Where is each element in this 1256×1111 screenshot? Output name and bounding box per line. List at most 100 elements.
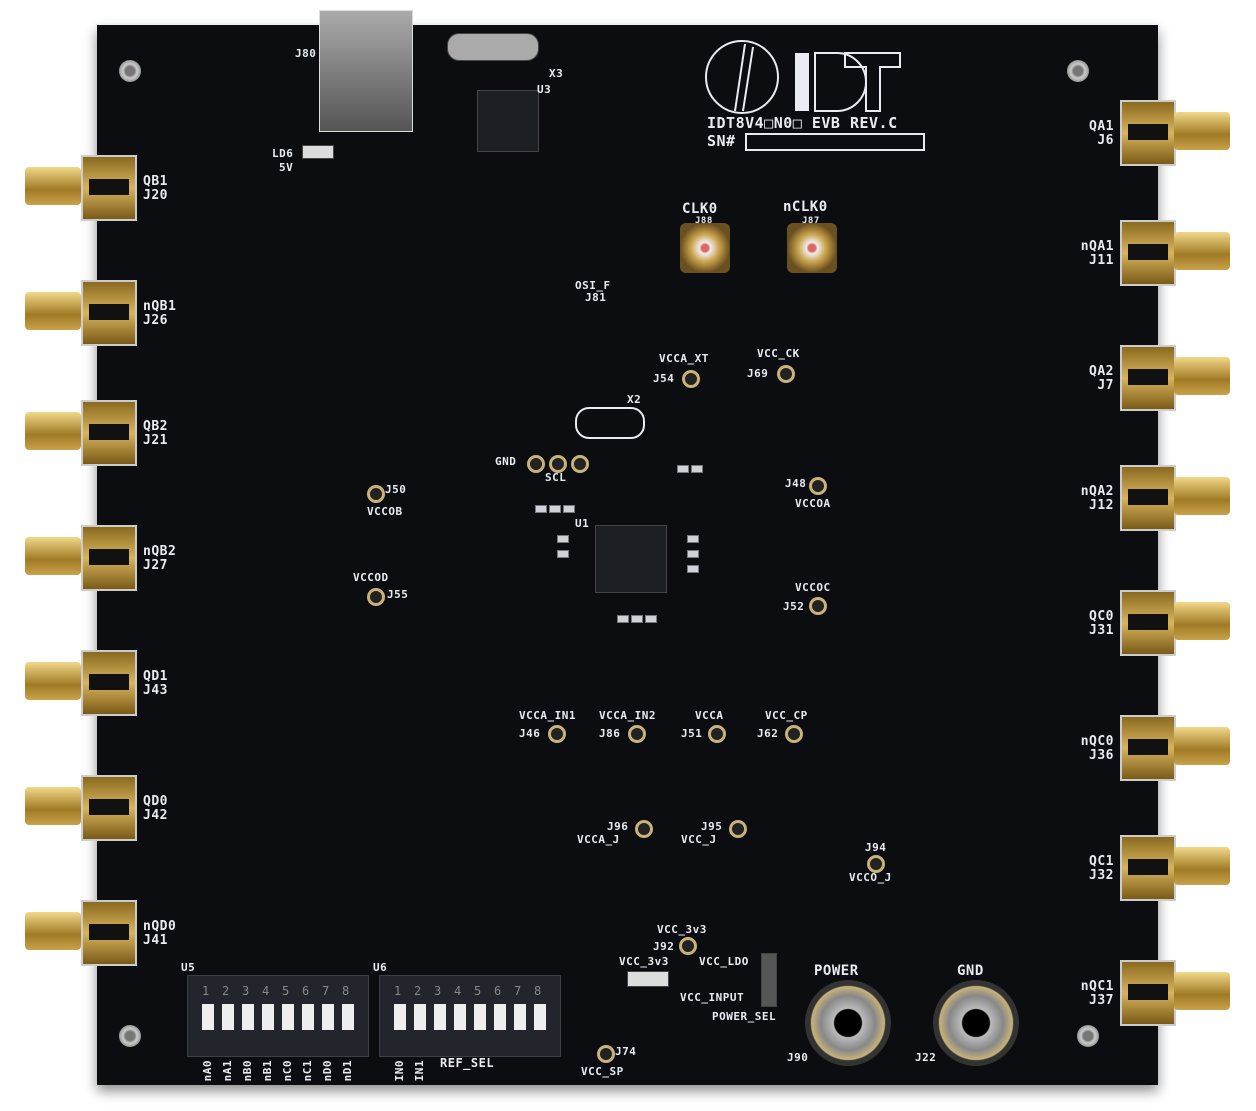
connector-ref: J11 bbox=[1089, 253, 1114, 268]
dip-switch-toggle[interactable] bbox=[302, 1004, 314, 1030]
dip-pin-label: nB0 bbox=[241, 1060, 254, 1082]
test-point[interactable] bbox=[777, 365, 795, 383]
sma-connector-right[interactable] bbox=[1120, 100, 1230, 166]
dip-switch-toggle[interactable] bbox=[414, 1004, 426, 1030]
dip-switch-toggle[interactable] bbox=[342, 1004, 354, 1030]
test-point[interactable] bbox=[785, 725, 803, 743]
test-point-ref: J95 bbox=[701, 820, 723, 833]
dip-switch-toggle[interactable] bbox=[434, 1004, 446, 1030]
dip-pin-label: IN1 bbox=[413, 1060, 426, 1082]
x2-label: X2 bbox=[627, 393, 642, 406]
test-point[interactable] bbox=[548, 725, 566, 743]
dip-pin-label: IN0 bbox=[393, 1060, 406, 1082]
test-point-ref: J94 bbox=[865, 841, 887, 854]
dip-switch-toggle[interactable] bbox=[282, 1004, 294, 1030]
dip-switch-toggle[interactable] bbox=[202, 1004, 214, 1030]
test-point[interactable] bbox=[867, 855, 885, 873]
sma-connector-right[interactable] bbox=[1120, 590, 1230, 656]
sma-connector-left[interactable] bbox=[25, 525, 137, 591]
sma-connector-left[interactable] bbox=[25, 155, 137, 221]
connector-label: nQB1 bbox=[143, 299, 177, 314]
power-jack[interactable] bbox=[805, 980, 891, 1066]
test-point[interactable] bbox=[635, 820, 653, 838]
led-voltage-label: 5V bbox=[279, 161, 294, 174]
sma-mount bbox=[1120, 715, 1176, 781]
dip-switch-toggle[interactable] bbox=[242, 1004, 254, 1030]
sma-connector-right[interactable] bbox=[1120, 715, 1230, 781]
sma-barrel bbox=[1174, 477, 1230, 515]
part-label: IDT8V4□N0□ EVB REV.C bbox=[707, 114, 898, 132]
test-point[interactable] bbox=[571, 455, 589, 473]
dip-switch-toggle[interactable] bbox=[454, 1004, 466, 1030]
smd-component bbox=[691, 465, 703, 473]
crystal-x2 bbox=[575, 407, 645, 439]
sma-connector-right[interactable] bbox=[1120, 835, 1230, 901]
switch-number: 4 bbox=[262, 984, 270, 998]
usb-connector[interactable] bbox=[319, 10, 413, 132]
connector-label: nQB2 bbox=[143, 544, 177, 559]
test-point[interactable] bbox=[679, 937, 697, 955]
test-point[interactable] bbox=[809, 597, 827, 615]
u5-label: U5 bbox=[181, 961, 196, 974]
test-point[interactable] bbox=[729, 820, 747, 838]
test-point-ref: J48 bbox=[785, 477, 807, 490]
smd-component bbox=[557, 550, 569, 558]
dip-switch-toggle[interactable] bbox=[514, 1004, 526, 1030]
test-point[interactable] bbox=[628, 725, 646, 743]
test-point-label: VCC_CP bbox=[765, 709, 808, 722]
sma-connector-left[interactable] bbox=[25, 280, 137, 346]
sma-barrel bbox=[1174, 727, 1230, 765]
connector-label: nQC0 bbox=[1080, 734, 1114, 749]
sma-connector-right[interactable] bbox=[1120, 960, 1230, 1026]
test-point[interactable] bbox=[549, 455, 567, 473]
dip-switch-toggle[interactable] bbox=[262, 1004, 274, 1030]
sma-barrel bbox=[25, 537, 81, 575]
test-point[interactable] bbox=[527, 455, 545, 473]
sma-connector-left[interactable] bbox=[25, 775, 137, 841]
dip-switch-toggle[interactable] bbox=[322, 1004, 334, 1030]
sma-connector-right[interactable] bbox=[1120, 345, 1230, 411]
test-point-ref: J86 bbox=[599, 727, 621, 740]
gnd-ref: J22 bbox=[915, 1051, 937, 1064]
test-point[interactable] bbox=[809, 477, 827, 495]
u3-label: U3 bbox=[537, 83, 552, 96]
switch-number: 8 bbox=[342, 984, 350, 998]
power-select-jumper[interactable] bbox=[761, 953, 777, 1007]
test-point-label: VCCA bbox=[695, 709, 724, 722]
sma-barrel bbox=[25, 292, 81, 330]
sma-connector-left[interactable] bbox=[25, 900, 137, 966]
sma-mount bbox=[1120, 835, 1176, 901]
test-point[interactable] bbox=[367, 588, 385, 606]
test-point-ref: J51 bbox=[681, 727, 703, 740]
connector-label: nQD0 bbox=[143, 919, 177, 934]
test-point[interactable] bbox=[708, 725, 726, 743]
test-point[interactable] bbox=[597, 1045, 615, 1063]
connector-ref: J26 bbox=[143, 313, 168, 328]
ic-u3 bbox=[477, 90, 539, 152]
test-point[interactable] bbox=[367, 485, 385, 503]
led-label: LD6 bbox=[272, 147, 294, 160]
clk0-connector[interactable] bbox=[680, 223, 730, 273]
mounting-hole bbox=[1067, 60, 1089, 82]
gnd-jack[interactable] bbox=[933, 980, 1019, 1066]
nclk0-connector[interactable] bbox=[787, 223, 837, 273]
sma-connector-right[interactable] bbox=[1120, 465, 1230, 531]
gnd-jack-label: GND bbox=[957, 963, 984, 979]
dip-switch-toggle[interactable] bbox=[474, 1004, 486, 1030]
dip-switch-toggle[interactable] bbox=[394, 1004, 406, 1030]
osi-ref: J81 bbox=[585, 291, 607, 304]
switch-number: 6 bbox=[494, 984, 502, 998]
sma-connector-left[interactable] bbox=[25, 650, 137, 716]
vcc-input-label: VCC_INPUT bbox=[680, 991, 745, 1004]
dip-switch-toggle[interactable] bbox=[534, 1004, 546, 1030]
switch-number: 1 bbox=[202, 984, 210, 998]
sma-connector-left[interactable] bbox=[25, 400, 137, 466]
dip-switch-toggle[interactable] bbox=[222, 1004, 234, 1030]
sma-connector-right[interactable] bbox=[1120, 220, 1230, 286]
dip-switch-toggle[interactable] bbox=[494, 1004, 506, 1030]
dip-pin-label: nD0 bbox=[321, 1060, 334, 1082]
sma-mount bbox=[81, 280, 137, 346]
test-point[interactable] bbox=[682, 370, 700, 388]
